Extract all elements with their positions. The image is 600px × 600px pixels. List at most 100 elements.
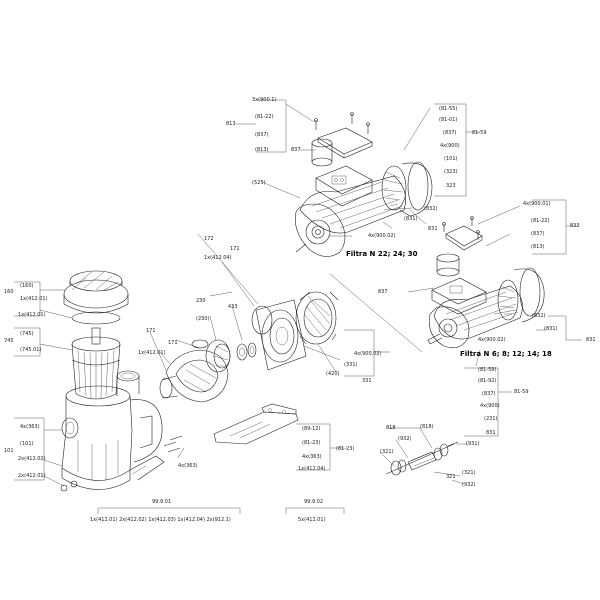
label-101-c: 101 (4, 448, 14, 454)
label-81-55: (81-55) (439, 106, 458, 112)
title-motor-top: Filtra N 22; 24; 30 (346, 250, 418, 258)
motor-top (295, 112, 433, 257)
label-101-top: (101) (444, 156, 458, 162)
label-160-b: 160 (4, 289, 14, 295)
pump-housing (60, 370, 165, 492)
label-4x363-c: 4x(363) (302, 454, 322, 460)
title-motor-bottom: Filtra N 6; 8; 12; 14; 18 (460, 350, 552, 358)
fan-bottom (497, 279, 519, 321)
label-2x412-02: 2x(412.02) (18, 456, 46, 462)
label-900-1: 3x(900.1) (252, 97, 277, 103)
label-745-b: 745 (4, 338, 14, 344)
fan-top (381, 165, 407, 211)
label-831-b: 831 (428, 226, 438, 232)
label-420: (420) (326, 371, 340, 377)
label-230: 230 (196, 298, 206, 304)
diffuser (159, 339, 229, 403)
rotor-shaft (385, 441, 459, 476)
label-231: (231) (484, 416, 498, 422)
label-kit-99-9-02-contents: 5x(412.01) (298, 517, 326, 523)
label-321: (321) (380, 449, 394, 455)
label-171-c: 171 (168, 340, 178, 346)
mechanical-seal (236, 342, 257, 361)
label-525: (525) (252, 180, 266, 186)
adapter-flange (295, 291, 339, 345)
label-813-b: (813) (531, 244, 545, 250)
label-81-59-b: (81-59) (478, 367, 497, 373)
label-831-e: 831 (486, 430, 496, 436)
label-932-b: (932) (462, 482, 476, 488)
motor-bottom (427, 216, 545, 349)
leader-lines (14, 99, 582, 514)
screws-bottom (442, 216, 480, 240)
bolts-363 (163, 435, 183, 453)
label-160: (160) (20, 283, 34, 289)
label-323: (323) (444, 169, 458, 175)
label-4x900-02a: 4x(900.02) (368, 233, 396, 239)
label-831-c: (831) (544, 326, 558, 332)
label-837-e: 837 (378, 289, 388, 295)
label-4x363-b: 4x(363) (178, 463, 198, 469)
label-81-23: (81-23) (302, 440, 321, 446)
label-4x900-b: 4x(900) (480, 403, 500, 409)
motor-body-top (295, 175, 406, 257)
label-81-01: (81-01) (439, 117, 458, 123)
terminal-lid-top (317, 127, 373, 159)
label-171: 171 (230, 246, 240, 252)
label-81-22-b: (81-22) (531, 218, 550, 224)
label-833: 833 (570, 223, 580, 229)
label-331-b: 331 (362, 378, 372, 384)
seal-plate (251, 299, 307, 371)
label-813-top: (813) (255, 147, 269, 153)
terminal-box-top (315, 165, 373, 207)
label-818: 818 (386, 425, 396, 431)
label-1x412-01-b: 1x(412.01) (20, 296, 48, 302)
label-818-b: (818) (420, 424, 434, 430)
lid-o-ring (71, 311, 121, 325)
gasket-cylinder-bottom (436, 253, 460, 277)
label-kit-99-9-02: 99.9.02 (304, 499, 324, 505)
label-4x900: 4x(900) (440, 143, 460, 149)
label-932: (932) (398, 436, 412, 442)
label-101: (101) (20, 441, 34, 447)
label-81-92: (81-92) (478, 378, 497, 384)
motor-body-bottom (427, 285, 523, 349)
terminal-lid-bottom (445, 225, 483, 251)
label-837-b: (837) (531, 231, 545, 237)
label-321-b: (321) (462, 470, 476, 476)
label-323-b: 323 (446, 183, 456, 189)
screws-top (314, 112, 370, 134)
label-837-right: (837) (443, 130, 457, 136)
label-832-b: (832) (532, 313, 546, 319)
label-89-12: (89-12) (302, 426, 321, 432)
label-1x412-01: 1x(412.01) (138, 350, 166, 356)
label-433: 433 (228, 304, 238, 310)
label-4x900-01: 4x(900.01) (523, 201, 551, 207)
label-745-01: (745.01) (20, 347, 42, 353)
label-1x412-01-c: 1x(412.01) (18, 312, 46, 318)
label-81-22: (81-22) (255, 114, 274, 120)
label-837: 837 (291, 147, 301, 153)
label-832: (832) (424, 206, 438, 212)
label-831-d: 831 (586, 337, 596, 343)
label-81-59: 81-59 (472, 130, 487, 136)
label-kit-99-9-01: 99.9.01 (152, 499, 172, 505)
label-931: (931) (466, 441, 480, 447)
label-745: (745) (20, 331, 34, 337)
label-230-b: (230) (196, 316, 210, 322)
label-4x363: 4x(363) (20, 424, 40, 430)
strainer-basket (71, 327, 121, 400)
label-81-23-b: (81-23) (336, 446, 355, 452)
fan-cover-top (399, 161, 433, 217)
label-1x412-04-b: 1x(412.04) (298, 466, 326, 472)
label-813: 813 (226, 121, 236, 127)
label-2x412-01: 2x(412.01) (18, 473, 46, 479)
label-81-59-c: 81-59 (514, 389, 529, 395)
label-837-f: (837) (482, 391, 496, 397)
strainer-lid (63, 270, 129, 314)
label-831: (831) (404, 216, 418, 222)
label-837-top: (837) (255, 132, 269, 138)
label-321-c: 321 (446, 474, 456, 480)
